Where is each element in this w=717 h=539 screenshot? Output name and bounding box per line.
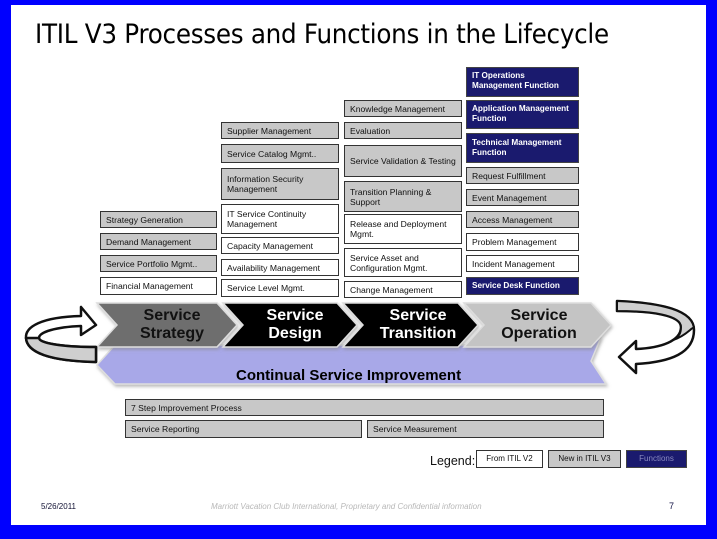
legend-functions: Functions bbox=[626, 450, 687, 468]
process-knowledge-management: Knowledge Management bbox=[344, 100, 462, 117]
process-7-step-improvement: 7 Step Improvement Process bbox=[125, 399, 604, 416]
phase-operation-line2: Operation bbox=[501, 325, 577, 342]
chevron-service-strategy bbox=[95, 302, 239, 348]
footer-confidential: Marriott Vacation Club International, Pr… bbox=[211, 502, 482, 511]
legend-from-itil-v2: From ITIL V2 bbox=[476, 450, 543, 468]
process-problem-management: Problem Management bbox=[466, 233, 579, 251]
cycle-arrow-right-icon bbox=[615, 299, 696, 375]
function-it-operations-management: IT Operations Management Function bbox=[466, 67, 579, 97]
phase-design-line1: Service bbox=[266, 307, 324, 324]
process-service-reporting: Service Reporting bbox=[125, 420, 362, 438]
function-application-management: Application Management Function bbox=[466, 100, 579, 129]
process-change-management: Change Management bbox=[344, 281, 462, 298]
footer-date: 5/26/2011 bbox=[41, 502, 76, 511]
phase-label-service-design: Service Design bbox=[241, 307, 349, 343]
chevron-service-operation bbox=[462, 302, 613, 348]
slide: ITIL V3 Processes and Functions in the L… bbox=[11, 5, 706, 525]
phase-design-line2: Design bbox=[268, 325, 322, 342]
process-it-service-continuity-management: IT Service Continuity Management bbox=[221, 204, 339, 234]
chevron-service-transition bbox=[341, 302, 480, 348]
process-service-measurement: Service Measurement bbox=[367, 420, 604, 438]
phase-label-service-transition: Service Transition bbox=[363, 307, 473, 343]
lifecycle-graphic bbox=[24, 299, 696, 385]
process-evaluation: Evaluation bbox=[344, 122, 462, 139]
process-access-management: Access Management bbox=[466, 211, 579, 228]
process-demand-management: Demand Management bbox=[100, 233, 217, 250]
process-transition-planning-support: Transition Planning & Support bbox=[344, 181, 462, 212]
process-service-portfolio-mgmt: Service Portfolio Mgmt.. bbox=[100, 255, 217, 272]
phase-strategy-line2: Strategy bbox=[139, 325, 205, 342]
phase-strategy-line1: Service bbox=[143, 307, 201, 324]
process-service-asset-configuration-mgmt: Service Asset and Configuration Mgmt. bbox=[344, 248, 462, 277]
process-event-management: Event Management bbox=[466, 189, 579, 206]
phase-transition-line2: Transition bbox=[379, 325, 457, 342]
function-service-desk: Service Desk Function bbox=[466, 277, 579, 295]
slide-title: ITIL V3 Processes and Functions in the L… bbox=[35, 19, 609, 50]
footer-page-number: 7 bbox=[669, 501, 675, 511]
phase-label-service-operation: Service Operation bbox=[483, 307, 595, 343]
legend-label: Legend: bbox=[430, 454, 476, 468]
process-release-and-deployment-mgmt: Release and Deployment Mgmt. bbox=[344, 214, 462, 244]
process-service-validation-testing: Service Validation & Testing bbox=[344, 145, 462, 177]
process-capacity-management: Capacity Management bbox=[221, 237, 339, 254]
process-supplier-management: Supplier Management bbox=[221, 122, 339, 139]
process-availability-management: Availability Management bbox=[221, 259, 339, 276]
chevron-service-design bbox=[221, 302, 359, 348]
phase-label-service-strategy: Service Strategy bbox=[119, 307, 225, 343]
csi-label: Continual Service Improvement bbox=[236, 367, 462, 384]
phase-transition-line1: Service bbox=[389, 307, 447, 324]
process-financial-management: Financial Management bbox=[100, 277, 217, 295]
process-strategy-generation: Strategy Generation bbox=[100, 211, 217, 228]
process-request-fulfillment: Request Fulfillment bbox=[466, 167, 579, 184]
process-incident-management: Incident Management bbox=[466, 255, 579, 272]
process-service-level-mgmt: Service Level Mgmt. bbox=[221, 279, 339, 297]
function-technical-management: Technical Management Function bbox=[466, 133, 579, 163]
process-service-catalog-mgmt: Service Catalog Mgmt.. bbox=[221, 144, 339, 163]
phase-operation-line1: Service bbox=[510, 307, 568, 324]
process-information-security-management: Information Security Management bbox=[221, 168, 339, 200]
legend-new-in-itil-v3: New in ITIL V3 bbox=[548, 450, 621, 468]
cycle-arrow-left-icon bbox=[24, 305, 98, 364]
